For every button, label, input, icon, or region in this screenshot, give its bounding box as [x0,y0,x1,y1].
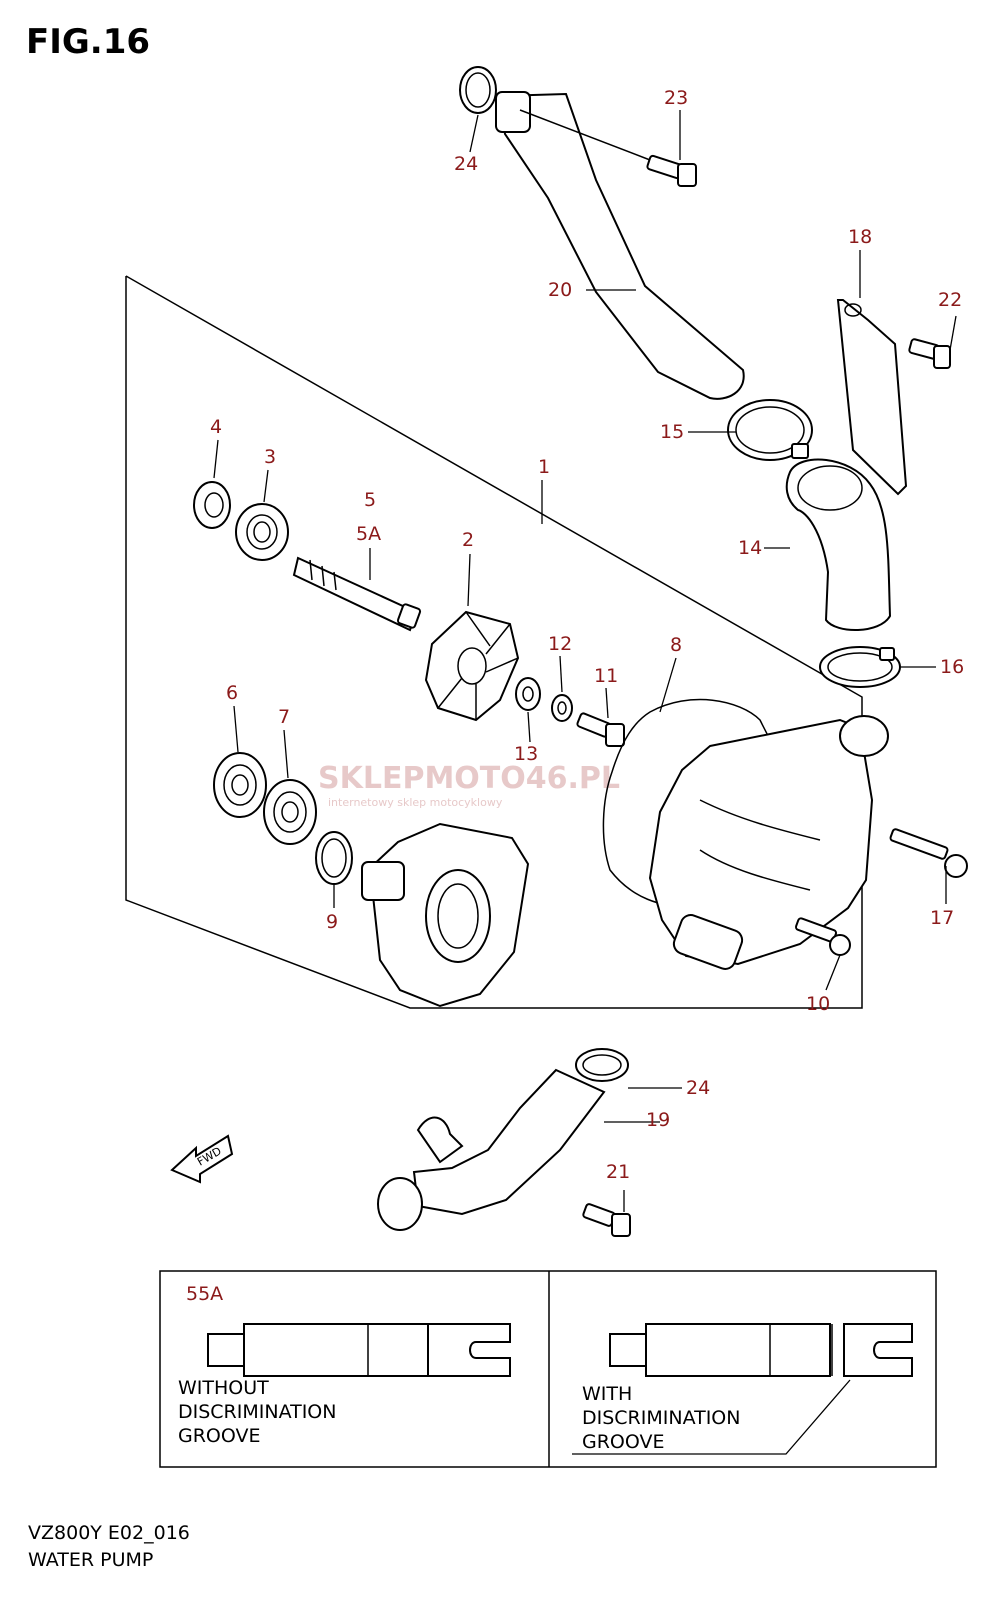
callout-11: 11 [594,665,618,687]
callout-13: 13 [514,743,538,765]
callout-17: 17 [930,907,954,929]
part-18-bracket [836,299,908,496]
part-6-bearing [213,752,267,818]
part-15-hose-clamp [727,399,813,461]
callout-4: 4 [210,416,222,438]
callout-7: 7 [278,706,290,728]
part-21-bolt [582,1203,631,1237]
callout-16: 16 [940,656,964,678]
with-line-1: WITH [582,1383,632,1405]
part-14-hose-end [797,465,863,511]
callout-5: 5 [364,489,376,511]
part-7-bearing [263,779,317,845]
callout-14: 14 [738,537,762,559]
watermark-brand: SKLEPMOTO46.PL [318,761,620,796]
callout-2: 2 [462,529,474,551]
callout-3: 3 [264,446,276,468]
pump-housing-cover [648,715,889,970]
shaft-with-groove [609,1323,913,1377]
shaft-variant-box: 55A WITHOUT DISCRIMINATION GROOVE WITH D… [159,1270,937,1468]
callout-21: 21 [606,1161,630,1183]
callout-9: 9 [326,911,338,933]
callout-22: 22 [938,289,962,311]
groove-pointer [572,1379,851,1455]
watermark: SKLEPMOTO46.PL internetowy sklep motocyk… [318,761,620,809]
variant-ref-55a: 55A [186,1283,223,1305]
callout-12: 12 [548,633,572,655]
part-9-oring-inner [321,838,347,878]
part-2-impeller [424,610,520,722]
callout-8: 8 [670,634,682,656]
without-line-2: DISCRIMINATION [178,1401,336,1423]
part-20-outlet-pipe [495,91,745,400]
callout-leaders [213,110,957,1212]
part-19-inlet-pipe [377,1068,606,1231]
without-line-3: GROOVE [178,1425,261,1447]
part-16-hose-clamp [819,646,901,688]
figure-title: FIG.16 [26,22,151,62]
part-3-mechanical-seal [235,503,289,561]
part-17-bolt [889,828,968,878]
callout-6: 6 [226,682,238,704]
callout-labels: 1 2 3 4 5 5A 6 7 8 9 10 11 12 13 14 15 1… [210,87,964,1183]
figure-name: WATER PUMP [28,1549,154,1571]
part-5-impeller-shaft [292,556,422,632]
part-4-oil-seal [193,481,231,529]
without-line-1: WITHOUT [178,1377,269,1399]
callout-19: 19 [646,1109,670,1131]
part-11-bolt [576,712,625,747]
assembly-boundary [125,275,863,1009]
part-10-bolt [794,917,851,956]
callout-18: 18 [848,226,872,248]
part-22-bolt [908,338,951,369]
part-24-oring-bottom [575,1048,629,1082]
callout-10: 10 [806,993,830,1015]
callout-15: 15 [660,421,684,443]
with-line-2: DISCRIMINATION [582,1407,740,1429]
pump-case-body [361,822,530,1008]
callout-5a: 5A [356,523,381,545]
fwd-arrow-icon: FWD [170,1134,234,1184]
part-13-washer [515,677,541,711]
part-18-bracket-hole [844,303,862,317]
callout-23: 23 [664,87,688,109]
callout-1: 1 [538,456,550,478]
part-24-oring-top-inner [465,72,491,108]
callout-24-top: 24 [454,153,478,175]
part-24-oring-bottom-inner [582,1054,622,1076]
watermark-tagline: internetowy sklep motocyklowy [328,796,503,809]
callout-24-bottom: 24 [686,1077,710,1099]
model-code: VZ800Y E02_016 [28,1522,190,1544]
part-23-bolt [646,154,697,187]
shaft-without-groove [207,1323,511,1377]
callout-20: 20 [548,279,572,301]
with-line-3: GROOVE [582,1431,665,1453]
part-12-washer [551,694,573,722]
part-14-hose [785,458,892,631]
